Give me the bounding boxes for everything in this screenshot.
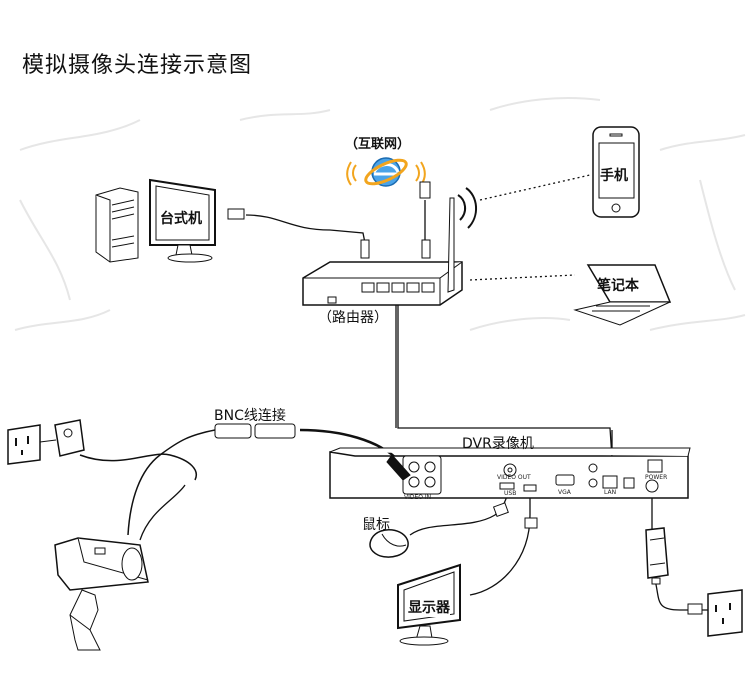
mouse-label: 鼠标	[362, 517, 390, 533]
router-label: （路由器）	[318, 310, 388, 326]
router-dvr-cable	[397, 300, 613, 459]
video-in-port-label: VIDEO IN	[404, 494, 432, 501]
power-port-label: POWER	[645, 474, 668, 481]
internet-explorer-icon	[346, 157, 426, 187]
dvr-label: DVR录像机	[462, 436, 534, 452]
lan-port-label: LAN	[604, 489, 617, 496]
internet-plug-icon	[419, 181, 431, 259]
router-icon	[302, 197, 463, 306]
cctv-camera-icon	[54, 537, 149, 651]
monitor-label: 显示器	[408, 597, 450, 617]
mouse-icon	[369, 502, 509, 558]
monitor-icon	[397, 517, 538, 646]
laptop-label: 笔记本	[597, 278, 639, 294]
wifi-icon	[457, 187, 477, 229]
laptop-wireless-link	[469, 274, 576, 281]
usb-port-label: USB	[504, 490, 517, 497]
dvr-adapter-cable	[654, 579, 710, 611]
internet-label: （互联网）	[345, 137, 411, 152]
power-adapter-icon	[54, 419, 85, 457]
bnc-label: BNC线连接	[214, 408, 286, 424]
smartphone-icon	[592, 126, 640, 218]
wall-socket-icon	[7, 424, 57, 465]
vga-port-label: VGA	[558, 489, 571, 496]
phone-label: 手机	[600, 168, 628, 184]
desktop-plug-icon	[227, 208, 370, 259]
page-title: 模拟摄像头连接示意图	[22, 53, 253, 78]
bnc-connector-icon	[214, 423, 411, 481]
desktop-router-cable	[245, 214, 369, 259]
laptop-icon	[573, 264, 672, 326]
dvr-recorder-icon	[329, 447, 691, 499]
camera-power-cable	[79, 453, 197, 481]
video-out-port-label: VIDEO OUT	[497, 474, 531, 481]
background-sketch	[14, 97, 746, 331]
dvr-wall-socket-icon	[687, 589, 743, 637]
phone-wireless-link	[479, 174, 591, 201]
desktop-label: 台式机	[160, 208, 202, 228]
dvr-power-adapter-icon	[645, 527, 669, 585]
bnc-cable-left	[127, 429, 216, 536]
